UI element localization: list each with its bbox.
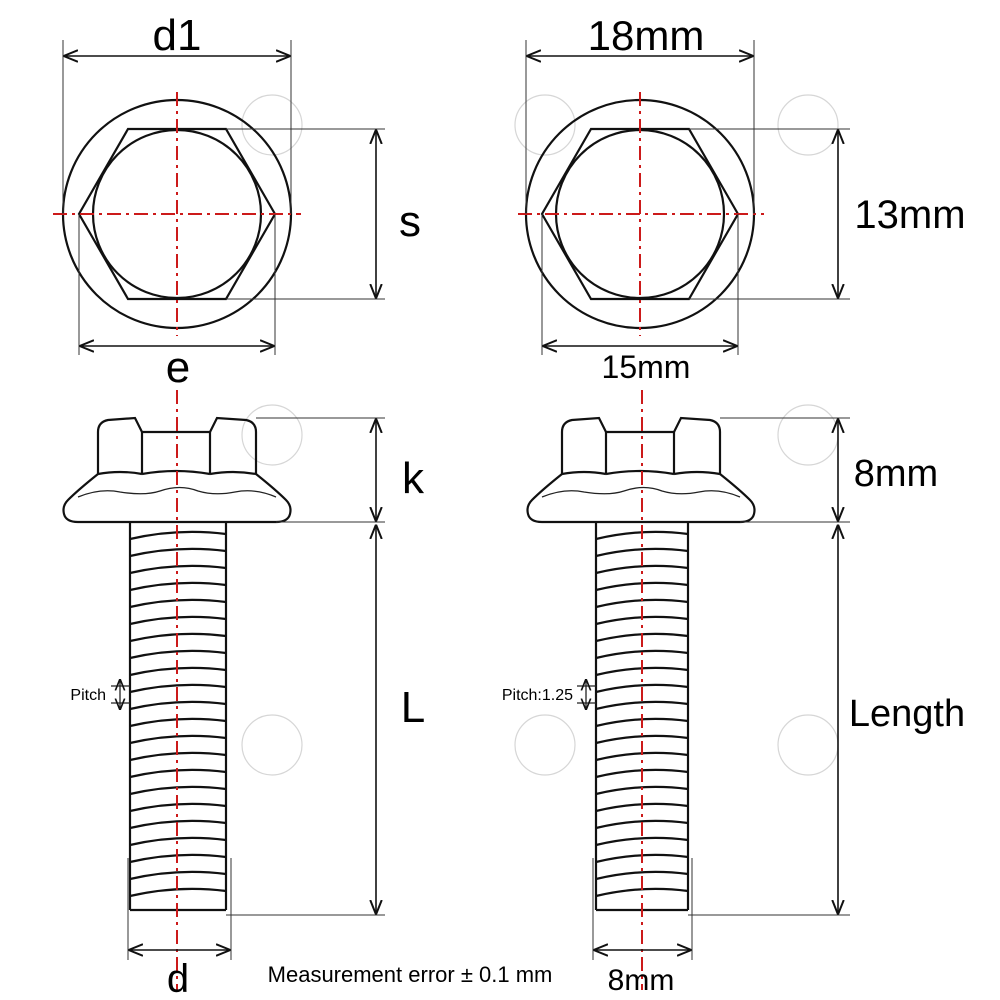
left-flange-diameter-label: d1 — [153, 11, 202, 60]
left-top-view — [53, 40, 385, 355]
right-side-view — [526, 390, 850, 990]
right-top-view — [518, 40, 850, 355]
thread-ridge — [595, 649, 689, 660]
measurement-note: Measurement error ± 0.1 mm — [268, 962, 553, 987]
thread-ridge — [595, 819, 689, 830]
thread-ridge — [129, 819, 227, 830]
right-across-flats-label: 13mm — [854, 193, 965, 237]
flange — [526, 473, 756, 524]
left-head-height-label: k — [402, 454, 425, 503]
watermark — [241, 94, 839, 776]
thread-ridge — [595, 734, 689, 745]
thread-ridge — [129, 870, 227, 881]
left-pitch-label: Pitch — [70, 687, 106, 704]
right-length-label: Length — [849, 693, 965, 735]
hex-head — [96, 416, 258, 474]
thread-ridge — [595, 547, 689, 558]
thread-ridge — [129, 564, 227, 575]
left-across-flats-label: s — [399, 197, 421, 246]
thread-ridge — [595, 870, 689, 881]
thread-ridge — [129, 649, 227, 660]
flange — [62, 473, 292, 524]
thread-ridge — [129, 683, 227, 694]
left-across-corners-label: e — [166, 343, 190, 392]
right-head-height-label: 8mm — [854, 453, 938, 495]
left-length-label: L — [401, 683, 425, 732]
right-thread-diameter-label: 8mm — [608, 964, 675, 997]
thread-ridge — [129, 836, 227, 847]
right-across-corners-label: 15mm — [602, 349, 691, 385]
thread-ridge — [595, 836, 689, 847]
thread-ridge — [595, 564, 689, 575]
thread-ridge — [129, 734, 227, 745]
thread-ridge — [129, 700, 227, 711]
hex-head — [560, 416, 722, 474]
right-flange-diameter-label: 18mm — [588, 12, 705, 59]
labels: d1 s e k L Pitch d 18mm 13mm 15mm 8mm Le… — [70, 11, 965, 1000]
left-thread-diameter-label: d — [167, 957, 189, 1000]
left-side-view — [62, 390, 385, 990]
thread-ridge — [595, 700, 689, 711]
thread-ridge — [129, 547, 227, 558]
right-pitch-label: Pitch:1.25 — [502, 687, 573, 704]
thread-ridge — [595, 683, 689, 694]
